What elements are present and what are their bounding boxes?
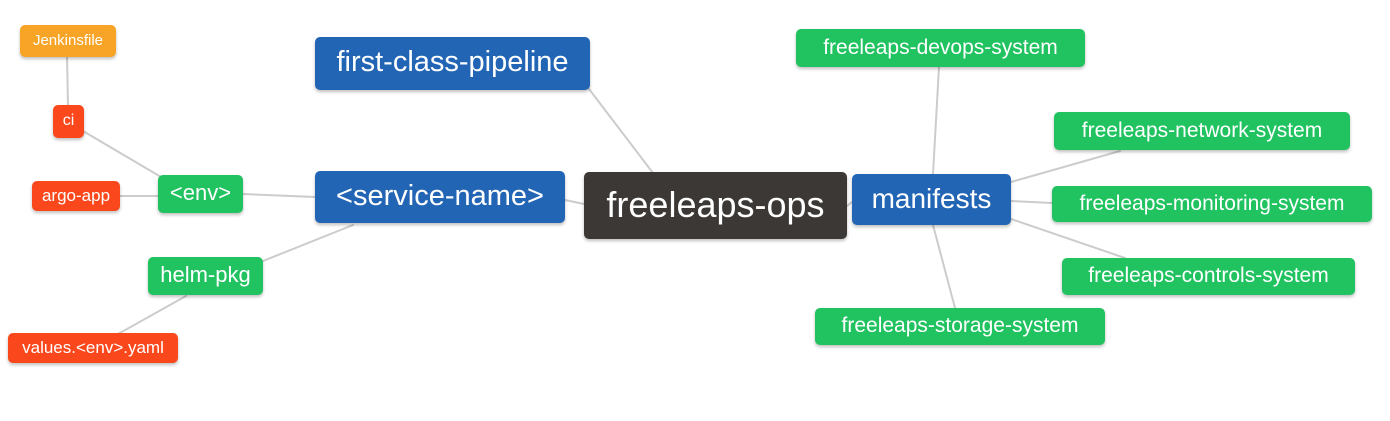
edge-first-class-pipeline-to-freeleaps-ops [588,88,654,174]
node-label: freeleaps-storage-system [841,314,1079,337]
node-freeleaps-storage-system[interactable]: freeleaps-storage-system [815,308,1105,345]
node-label: first-class-pipeline [336,46,569,78]
node-label: freeleaps-ops [606,183,825,225]
edge-manifests-to-freeleaps-storage-system [932,224,956,309]
edge-manifests-to-freeleaps-devops-system [932,66,940,175]
node-freeleaps-devops-system[interactable]: freeleaps-devops-system [796,29,1085,67]
edge-jenkinsfile-to-ci [66,55,69,107]
node-label: freeleaps-controls-system [1088,264,1329,287]
node-env[interactable]: <env> [158,175,243,213]
node-ci[interactable]: ci [53,105,84,138]
edge-ci-to-env [82,130,162,178]
node-label: manifests [871,182,992,214]
edge-manifests-to-freeleaps-network-system [1010,150,1121,183]
node-label: <env> [169,180,232,205]
edge-manifests-to-freeleaps-monitoring-system [1010,200,1053,204]
edge-manifests-to-freeleaps-controls-system [1010,218,1126,259]
node-label: freeleaps-devops-system [823,35,1058,59]
node-label: helm-pkg [160,262,251,287]
node-first-class-pipeline[interactable]: first-class-pipeline [315,37,590,90]
edge-env-to-service-name [242,193,316,198]
edge-freeleaps-ops-to-manifests [846,201,853,207]
edge-helm-pkg-to-service-name [262,224,354,262]
node-jenkinsfile[interactable]: Jenkinsfile [20,25,116,57]
node-label: freeleaps-monitoring-system [1079,191,1345,215]
node-values-env-yaml[interactable]: values.<env>.yaml [8,333,178,363]
node-label: freeleaps-network-system [1081,118,1323,142]
node-label: argo-app [41,185,111,205]
node-helm-pkg[interactable]: helm-pkg [148,257,263,295]
node-label: ci [62,111,75,129]
node-service-name[interactable]: <service-name> [315,171,565,223]
node-freeleaps-controls-system[interactable]: freeleaps-controls-system [1062,258,1355,295]
node-freeleaps-ops[interactable]: freeleaps-ops [584,172,847,239]
node-label: values.<env>.yaml [22,337,164,357]
node-manifests[interactable]: manifests [852,174,1011,225]
node-freeleaps-monitoring-system[interactable]: freeleaps-monitoring-system [1052,186,1372,222]
node-freeleaps-network-system[interactable]: freeleaps-network-system [1054,112,1350,150]
node-label: Jenkinsfile [32,31,104,49]
edge-values-env-yaml-to-helm-pkg [117,295,187,335]
edge-service-name-to-freeleaps-ops [564,199,585,205]
node-label: <service-name> [336,179,544,212]
node-argo-app[interactable]: argo-app [32,181,120,211]
